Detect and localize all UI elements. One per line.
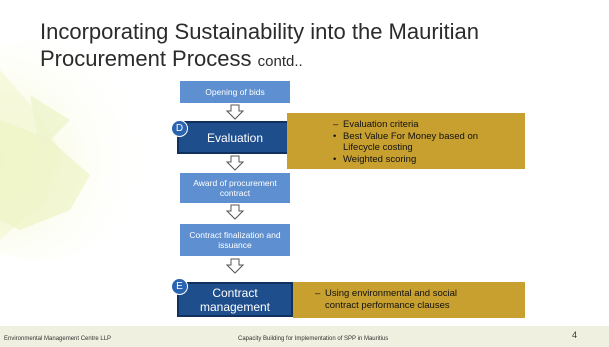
marker-e: E [171,278,188,295]
footer-caption: Capacity Building for Implementation of … [238,336,389,342]
callout-management-text: contract performance clauses [325,299,450,311]
marker-e-label: E [176,281,183,292]
callout-management-item: –Using environmental and social [315,288,517,300]
flow-step-management-label: Contract management [199,285,271,314]
footer-organization: Environmental Management Centre LLP [4,336,112,342]
flow-step-evaluation-label: Evaluation [206,130,264,145]
dash: – [315,288,321,299]
callout-evaluation-text: Best Value For Money based on [343,130,479,142]
arrow-down-icon [226,258,244,274]
footer: Environmental Management Centre LLP Capa… [0,326,609,347]
dash: • [333,130,337,142]
marker-d-label: D [175,123,184,134]
dash: – [333,119,339,130]
arrow-down-icon [226,104,244,120]
callout-management: –Using environmental and social contract… [293,282,525,318]
callout-evaluation-item: –Evaluation criteria [333,119,517,131]
flow-step-award-label: Award of procurement contract [193,178,277,198]
callout-evaluation-item: Lifecycle costing [333,142,517,154]
citrus-decoration [0,40,150,260]
callout-evaluation-text: Weighted scoring [343,153,417,165]
flow-step-management: Contract management [177,282,293,317]
flow-step-award: Award of procurement contract [180,173,290,203]
dash: • [333,153,337,165]
slide-title: Incorporating Sustainability into the Ma… [40,18,560,75]
flow-step-opening: Opening of bids [180,81,290,103]
page-number: 4 [572,330,578,340]
flow-step-opening-label: Opening of bids [205,87,265,97]
callout-evaluation-item: • Weighted scoring [333,154,517,166]
callout-evaluation-text: Evaluation criteria [343,119,419,130]
marker-d: D [171,120,188,137]
flow-step-finalization-label: Contract finalization and issuance [189,230,281,250]
callout-evaluation: –Evaluation criteria • Best Value For Mon… [287,113,525,169]
flow-step-finalization: Contract finalization and issuance [180,224,290,256]
callout-evaluation-text: Lifecycle costing [343,142,413,153]
flow-step-evaluation: Evaluation [177,121,293,154]
title-main: Incorporating Sustainability into the Ma… [40,19,480,71]
title-suffix: contd.. [257,53,303,70]
arrow-down-icon [226,155,244,171]
callout-management-item: contract performance clauses [315,300,517,312]
callout-management-text: Using environmental and social [325,288,458,299]
arrow-down-icon [226,204,244,220]
callout-evaluation-item: • Best Value For Money based on [333,131,517,143]
